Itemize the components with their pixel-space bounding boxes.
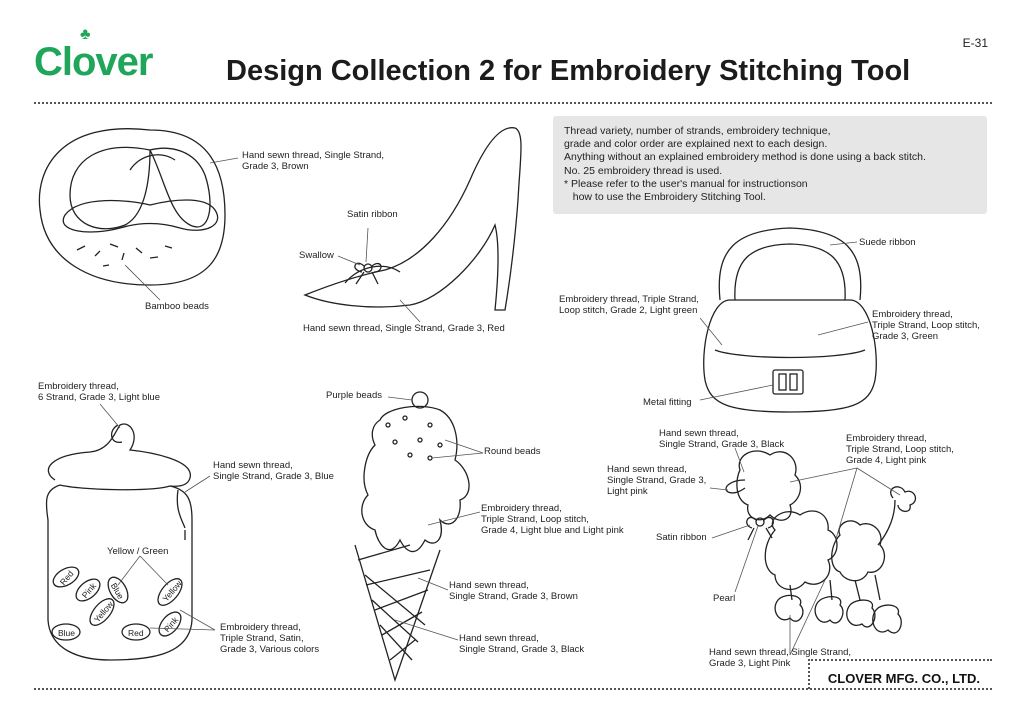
suede-ribbon-label: Suede ribbon [859,237,916,248]
metal-fitting-label: Metal fitting [643,397,692,408]
handbag-illustration [699,227,877,413]
note-line: * Please refer to the user's manual for … [564,177,808,190]
poodle-face-label: Hand sewn thread, Single Strand, Grade 3… [607,464,707,497]
logo-text: Clover [34,40,153,84]
jar-illustration: Red Pink Blue Yellow Yellow Blue Red Pin… [45,403,216,661]
purple-beads-label: Purple beads [326,390,382,401]
clover-logo: ♣ Clover [34,26,153,85]
footer-box-side [808,659,810,689]
note-line: No. 25 embroidery thread is used. [564,164,723,177]
seed-label: Blue [58,628,75,638]
jar-lid-label: Embroidery thread, 6 Strand, Grade 3, Li… [38,381,160,403]
bamboo-beads-label: Bamboo beads [145,301,209,312]
icecream-cream-label: Embroidery thread, Triple Strand, Loop s… [481,503,624,536]
seed-label: Red [128,628,144,638]
pretzel-thread-label: Hand sewn thread, Single Strand, Grade 3… [242,150,385,172]
swallow-label: Swallow [299,250,334,261]
page-title: Design Collection 2 for Embroidery Stitc… [226,55,911,87]
pearl-label: Pearl [713,593,736,604]
note-line: Thread variety, number of strands, embro… [564,125,831,137]
shoe-illustration [303,127,522,323]
icecream-brown-label: Hand sewn thread, Single Strand, Grade 3… [449,580,578,602]
poodle-loop-label: Embroidery thread, Triple Strand, Loop s… [846,433,954,466]
jar-candy-label: Embroidery thread, Triple Strand, Satin,… [220,622,320,655]
jar-glass-label: Hand sewn thread, Single Strand, Grade 3… [213,460,334,482]
poodle-black-label: Hand sewn thread, Single Strand, Grade 3… [659,428,785,450]
note-line: grade and color order are explained next… [564,138,828,151]
satin-ribbon-label: Satin ribbon [347,209,398,220]
yellow-green-label: Yellow / Green [107,546,169,557]
clover-leaf-icon: ♣ [80,26,90,43]
pretzel-illustration [38,128,239,301]
bag-left-label: Embroidery thread, Triple Strand, Loop s… [559,294,699,316]
poodle-illustration [709,447,917,656]
page-code: E-31 [962,36,988,50]
footer-divider [34,688,992,690]
icecream-black-label: Hand sewn thread, Single Strand, Grade 3… [459,633,585,655]
bag-right-label: Embroidery thread, Triple Strand, Loop s… [872,309,980,342]
round-beads-label: Round beads [484,446,541,457]
poodle-legs-label: Hand sewn thread, Single Strand, Grade 3… [709,647,852,669]
note-line: Anything without an explained embroidery… [564,151,926,164]
instruction-note: Thread variety, number of strands, embro… [553,116,987,214]
icecream-illustration [354,391,484,683]
footer-box-top [808,659,992,661]
note-line: how to use the Embroidery Stitching Tool… [564,191,766,204]
poodle-satin-label: Satin ribbon [656,532,707,543]
shoe-thread-label: Hand sewn thread, Single Strand, Grade 3… [303,323,505,334]
note-text: Thread variety, number of strands, embro… [564,125,926,204]
header-divider [34,102,992,104]
company-name: CLOVER MFG. CO., LTD. [827,671,980,686]
